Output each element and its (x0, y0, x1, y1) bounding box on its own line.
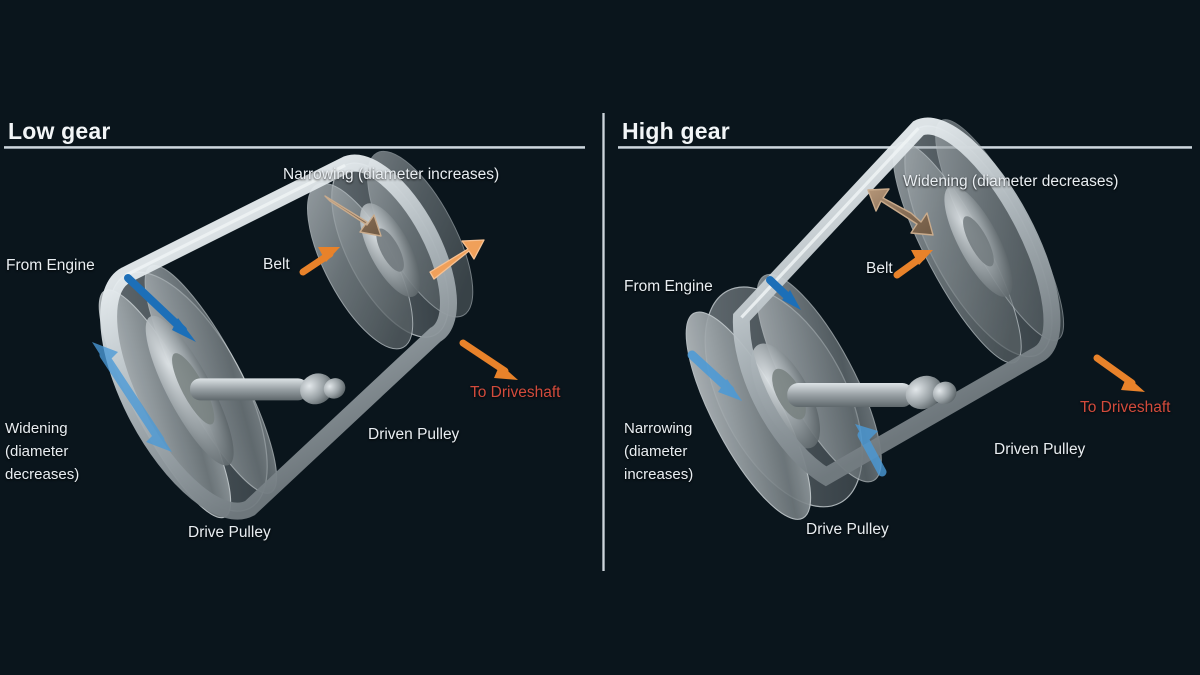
narrowing-arrow-low (324, 195, 382, 237)
driven-pulley-high (892, 119, 1065, 364)
panel-title-low-gear: Low gear (8, 118, 111, 144)
panel-high-gear: High gear (600, 0, 1200, 675)
label-widening-low-line3: decreases) (5, 466, 80, 483)
label-driven-pulley-low: Driven Pulley (368, 426, 460, 443)
label-narrowing-low: Narrowing (diameter increases) (283, 166, 500, 183)
to-driveshaft-arrow-high (1093, 354, 1145, 392)
label-from-engine-high: From Engine (624, 278, 713, 295)
label-narrowing-high-line3: increases) (624, 466, 694, 483)
narrowing-arrow-high (855, 424, 887, 477)
from-engine-arrow-high (766, 276, 801, 310)
belt-path-low (100, 154, 457, 520)
label-widening-low-line2: (diameter (5, 443, 69, 460)
drive-shaft-high (787, 375, 957, 410)
widening-arrow-low (92, 342, 172, 452)
label-to-driveshaft-high: To Driveshaft (1080, 399, 1171, 416)
label-from-engine-low: From Engine (6, 257, 95, 274)
label-drive-pulley-low: Drive Pulley (188, 524, 271, 541)
label-widening-low-line1: Widening (5, 420, 68, 437)
panel-divider (602, 113, 605, 571)
drive-shaft-low (190, 373, 346, 405)
label-drive-pulley-high: Drive Pulley (806, 521, 889, 538)
label-narrowing-high-line2: (diameter (624, 443, 688, 460)
widening-arrow-high (867, 188, 934, 236)
driven-rim-arrow-low (429, 239, 485, 280)
from-engine-arrow-high-secondary (687, 350, 742, 401)
title-rule-low (4, 146, 585, 149)
from-engine-arrow-low (124, 274, 196, 342)
label-narrowing-high-line1: Narrowing (624, 420, 693, 437)
label-belt-high: Belt (866, 260, 893, 277)
to-driveshaft-arrow-low (459, 339, 518, 380)
label-widening-high: Widening (diameter decreases) (903, 173, 1119, 190)
belt-arrow-low (299, 247, 340, 276)
cvt-illustration-low-gear (92, 150, 518, 520)
belt-arrow-high (893, 250, 933, 279)
belt-path-high (732, 117, 1061, 487)
panel-title-high-gear: High gear (622, 118, 730, 144)
cvt-illustration-high-gear (685, 117, 1145, 520)
label-belt-low: Belt (263, 256, 290, 273)
label-driven-pulley-high: Driven Pulley (994, 441, 1086, 458)
label-to-driveshaft-low: To Driveshaft (470, 384, 561, 401)
panel-low-gear: Low gear (4, 118, 585, 541)
